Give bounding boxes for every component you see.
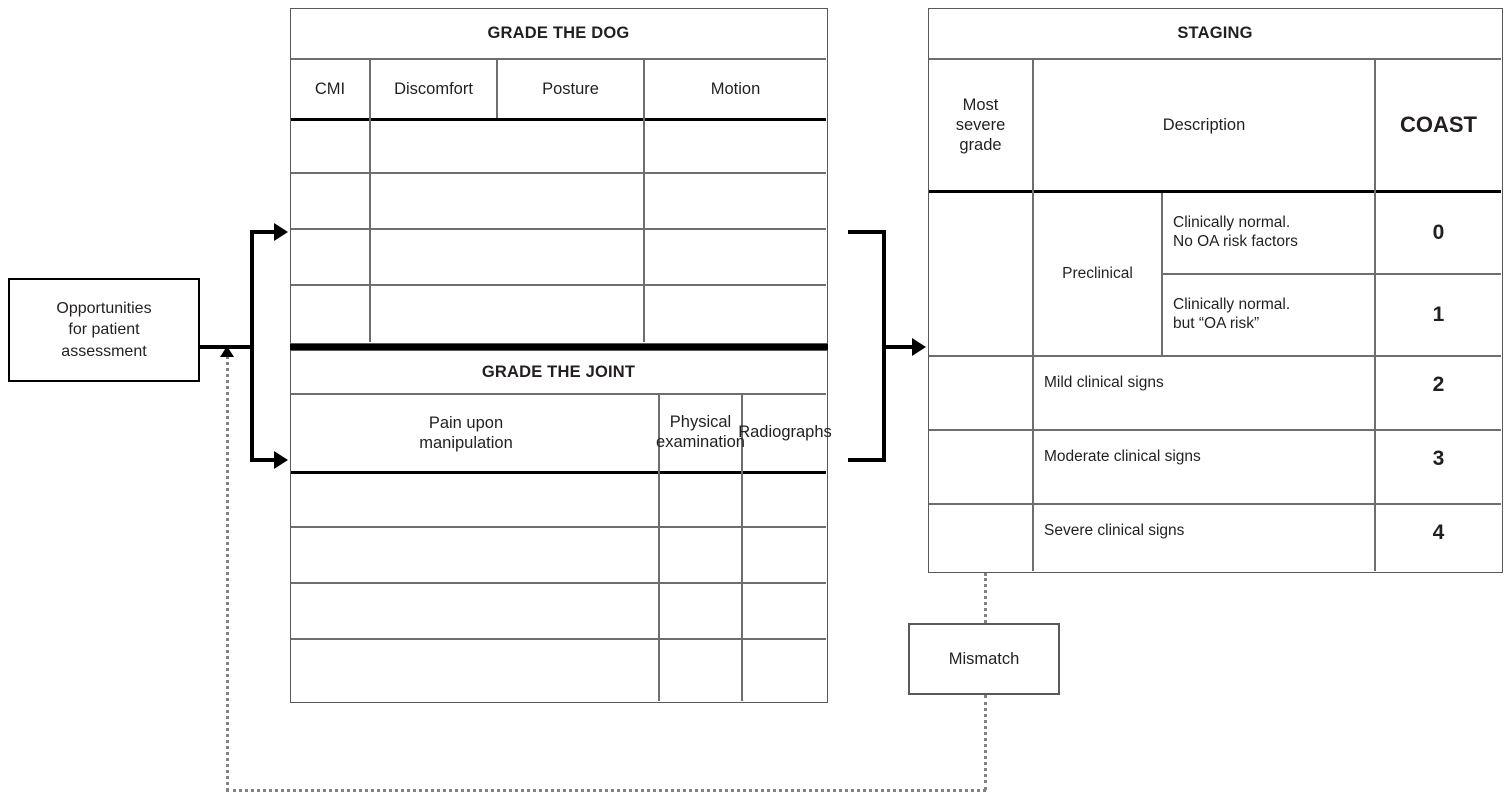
connector-split-vertical <box>250 230 254 462</box>
grade-the-dog-header-cmi: CMI <box>314 79 346 98</box>
dashed-feedback-riser <box>226 356 229 791</box>
opportunities-line-2: for patient <box>68 321 140 339</box>
staging-grade-line-3: grade <box>959 136 1002 155</box>
grading-tables-divider <box>290 344 828 350</box>
staging-header-most-severe-grade: Most severe grade <box>929 60 1032 190</box>
staging-row-coast: 4 <box>1432 521 1445 545</box>
staging-row-description: Moderate clinical signs <box>1044 447 1201 465</box>
grade-the-joint-cell[interactable] <box>291 474 658 526</box>
staging-grade-cell[interactable] <box>929 357 1032 429</box>
staging-desc-line-1: Clinically normal. <box>1173 296 1291 314</box>
grade-the-joint-cell[interactable] <box>660 640 741 701</box>
grade-the-dog-cell[interactable] <box>371 174 643 228</box>
staging-row-description: Severe clinical signs <box>1044 521 1185 539</box>
staging-desc-line-1: Clinically normal. <box>1173 214 1291 232</box>
staging-row-description: Clinically normal. but “OA risk” <box>1163 275 1374 355</box>
connector-branch-lower <box>250 458 278 462</box>
connector-merge-upper <box>848 230 886 234</box>
opportunities-line-1: Opportunities <box>56 299 152 317</box>
staging-title: STAGING <box>1177 24 1253 43</box>
staging-grade-cell[interactable] <box>929 431 1032 503</box>
grade-the-dog-header-motion: Motion <box>710 79 761 98</box>
connector-merge-to-staging <box>882 345 920 349</box>
grade-the-joint-cell[interactable] <box>743 640 826 701</box>
grade-the-dog-cell[interactable] <box>371 121 643 172</box>
grade-the-joint-title: GRADE THE JOINT <box>481 362 636 381</box>
grade-the-joint-cell[interactable] <box>291 640 658 701</box>
opportunities-line-3: assessment <box>61 342 147 360</box>
staging-row-description: Mild clinical signs <box>1044 373 1164 391</box>
grade-the-dog-header-discomfort: Discomfort <box>394 79 473 98</box>
mismatch-box: Mismatch <box>908 623 1060 695</box>
grade-the-joint-header-radiographs-label: Radiographs <box>738 422 832 441</box>
header-pain-line-1: Pain upon <box>428 413 504 432</box>
staging-grade-cell[interactable] <box>929 505 1032 571</box>
staging-desc-line-2: but “OA risk” <box>1173 315 1260 332</box>
dashed-staging-to-mismatch <box>984 573 987 623</box>
header-physical-line-2: examination <box>656 433 745 451</box>
staging-table: STAGING Most severe grade Description CO… <box>928 8 1503 573</box>
grade-the-dog-cell[interactable] <box>645 230 826 284</box>
arrow-to-grade-the-dog <box>274 223 288 241</box>
staging-grade-line-1: Most <box>962 95 999 114</box>
staging-row-description: Clinically normal. No OA risk factors <box>1163 193 1374 273</box>
grade-the-joint-cell[interactable] <box>743 528 826 582</box>
grade-the-dog-cell[interactable] <box>645 286 826 342</box>
grade-the-joint-cell[interactable] <box>743 474 826 526</box>
staging-header-coast: COAST <box>1400 111 1477 137</box>
connector-merge-lower <box>848 458 886 462</box>
staging-grade-line-2: severe <box>955 115 1006 134</box>
arrow-to-staging <box>912 338 926 356</box>
staging-grade-cell[interactable] <box>929 193 1032 355</box>
grade-the-dog-cell[interactable] <box>371 286 643 342</box>
staging-row-coast: 1 <box>1432 303 1445 327</box>
grade-the-dog-cell[interactable] <box>291 121 369 172</box>
grade-the-joint-cell[interactable] <box>660 528 741 582</box>
grade-the-joint-cell[interactable] <box>291 584 658 638</box>
grade-the-joint-header-physical-label: Physical examination <box>656 394 745 470</box>
staging-group-preclinical: Preclinical <box>1062 264 1133 282</box>
grade-the-dog-title: GRADE THE DOG <box>487 24 630 43</box>
dashed-mismatch-down <box>984 695 987 790</box>
staging-row-coast: 0 <box>1432 221 1445 245</box>
grade-the-dog-header-posture: Posture <box>542 79 599 98</box>
dashed-feedback-bottom <box>226 789 986 792</box>
connector-branch-upper <box>250 230 278 234</box>
grade-the-joint-table: GRADE THE JOINT Pain upon manipulation <box>290 350 828 703</box>
grade-the-dog-cell[interactable] <box>645 121 826 172</box>
staging-row-coast: 2 <box>1432 373 1445 397</box>
header-physical-line-1: Physical <box>669 412 732 431</box>
staging-desc-line-2: No OA risk factors <box>1173 233 1298 250</box>
header-pain-line-2: manipulation <box>419 434 513 452</box>
grade-the-dog-table: GRADE THE DOG CMI Discomfort Posture Mot… <box>290 8 828 344</box>
staging-header-description: Description <box>1162 115 1246 134</box>
grade-the-dog-cell[interactable] <box>291 230 369 284</box>
grade-the-dog-cell[interactable] <box>645 174 826 228</box>
arrow-feedback-to-assessment <box>220 346 234 357</box>
grade-the-dog-cell[interactable] <box>291 174 369 228</box>
grade-the-joint-cell[interactable] <box>660 584 741 638</box>
grade-the-joint-cell[interactable] <box>660 474 741 526</box>
grade-the-dog-cell[interactable] <box>371 230 643 284</box>
staging-row-coast: 3 <box>1432 447 1445 471</box>
grade-the-joint-cell[interactable] <box>291 528 658 582</box>
grade-the-joint-cell[interactable] <box>743 584 826 638</box>
grade-the-joint-header-pain: Pain upon manipulation <box>291 395 641 471</box>
grade-the-dog-cell[interactable] <box>291 286 369 342</box>
opportunities-box: Opportunities for patient assessment <box>8 278 200 382</box>
arrow-to-grade-the-joint <box>274 451 288 469</box>
